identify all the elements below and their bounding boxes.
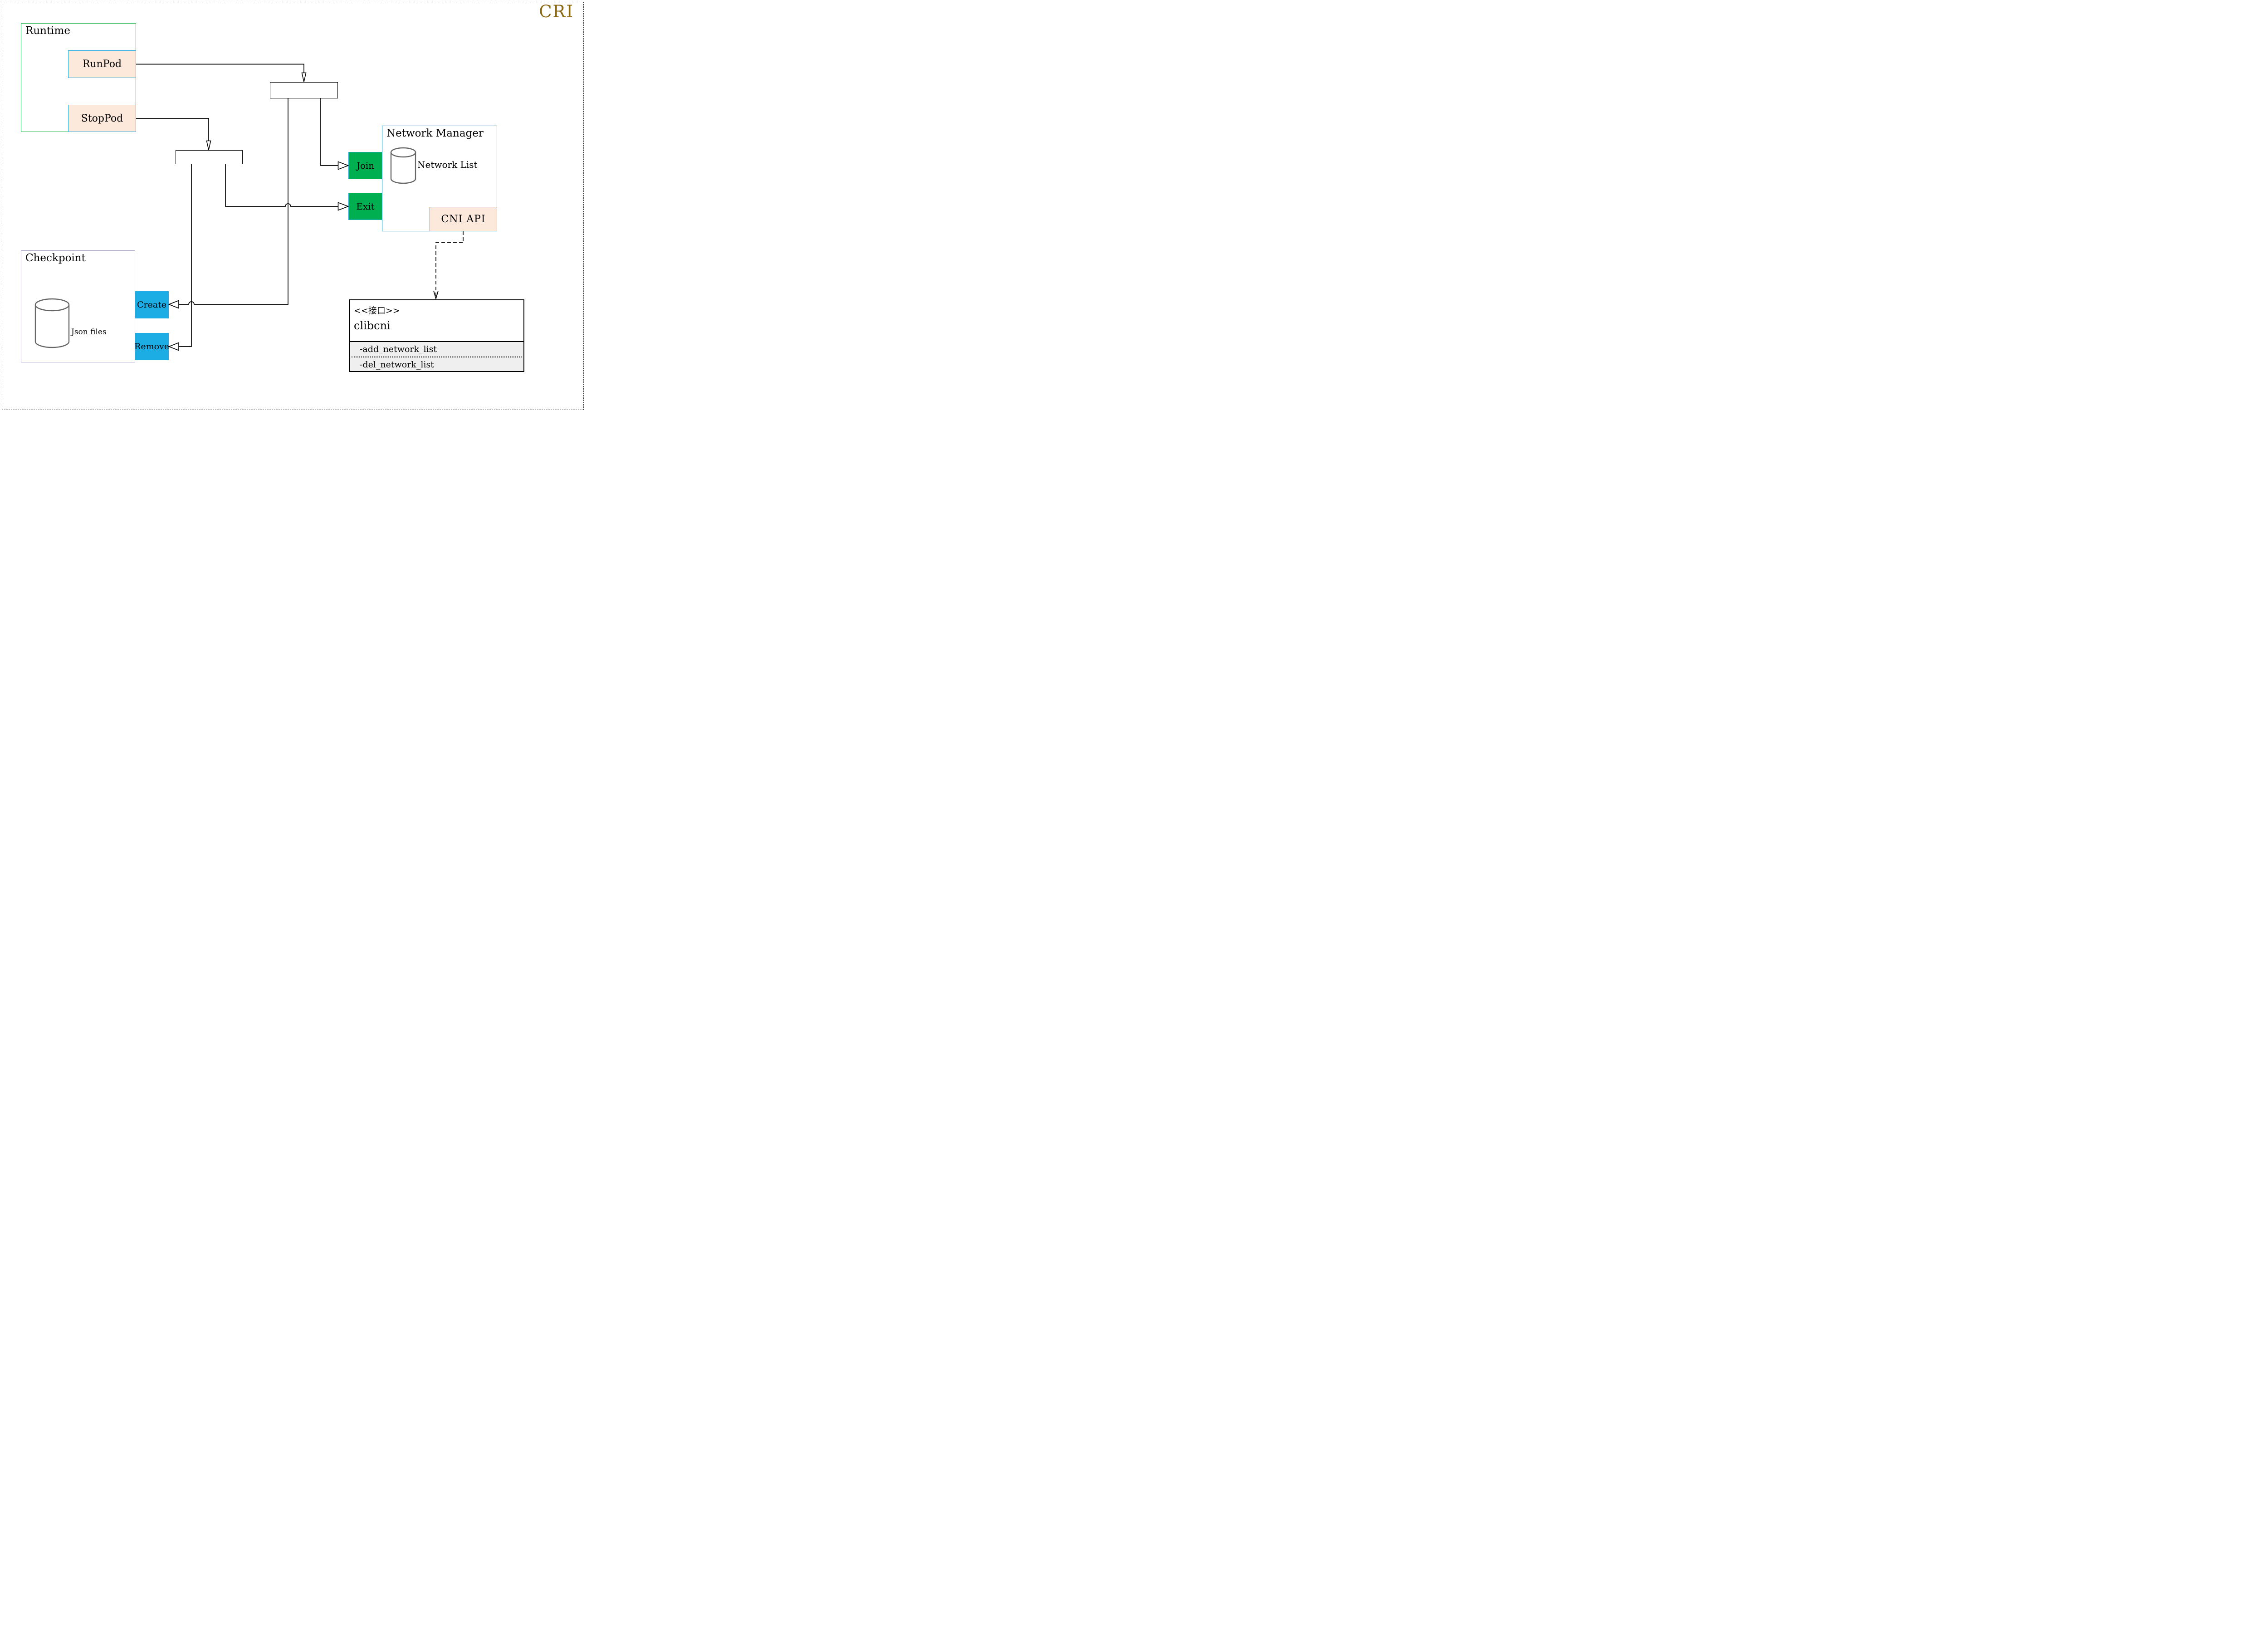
join-label: Join (356, 160, 375, 171)
runpod-connector (136, 64, 304, 73)
remove-connector (179, 164, 192, 347)
create-label: Create (137, 300, 167, 310)
clibcni-methods-section: -add_network_list -del_network_list (350, 341, 523, 371)
create-arrowhead-icon (168, 300, 179, 309)
create-node: Create (135, 291, 169, 318)
stoppod-connector (136, 118, 209, 141)
method-del-network-list: -del_network_list (360, 360, 434, 370)
create-connector (179, 98, 288, 305)
cni-api-dependency-connector (435, 231, 464, 296)
json-files-label: Json files (71, 327, 107, 337)
exit-node: Exit (348, 193, 382, 220)
join-node: Join (348, 152, 382, 179)
clibcni-name: clibcni (354, 319, 391, 332)
network-manager-label: Network Manager (386, 127, 484, 139)
diagram-title: CRI (539, 2, 574, 21)
checkpoint-label: Checkpoint (25, 252, 86, 264)
runtime-label: Runtime (25, 25, 70, 37)
exit-connector (225, 164, 338, 207)
process-box-runpod (270, 82, 338, 98)
runpod-label: RunPod (82, 59, 122, 70)
remove-node: Remove (134, 333, 169, 360)
stoppod-label: StopPod (81, 112, 123, 124)
cni-api-node: CNI API (430, 207, 497, 231)
clibcni-interface-class: <<接口>> clibcni -add_network_list -del_ne… (349, 299, 524, 372)
exit-arrowhead-icon (337, 202, 349, 211)
join-arrowhead-icon (337, 161, 349, 170)
process-box-stoppod (176, 150, 243, 164)
clibcni-stereotype: <<接口>> (354, 306, 400, 316)
cni-api-label: CNI API (441, 213, 486, 225)
remove-arrowhead-icon (168, 342, 179, 351)
checkpoint-container: Checkpoint (21, 250, 135, 362)
remove-label: Remove (134, 342, 169, 352)
stoppod-node: StopPod (68, 105, 136, 132)
clibcni-header: <<接口>> clibcni (350, 300, 523, 341)
diagram-canvas: CRI Runtime RunPod StopPod Checkpoint Cr… (0, 0, 586, 412)
runpod-arrowhead-icon (301, 72, 307, 82)
exit-label: Exit (356, 201, 375, 212)
stoppod-arrowhead-icon (206, 140, 211, 150)
network-list-label: Network List (417, 159, 478, 170)
dependency-open-arrowhead-icon (433, 290, 439, 300)
join-connector (320, 98, 338, 166)
method-add-network-list: -add_network_list (360, 344, 437, 354)
runpod-node: RunPod (68, 50, 136, 78)
